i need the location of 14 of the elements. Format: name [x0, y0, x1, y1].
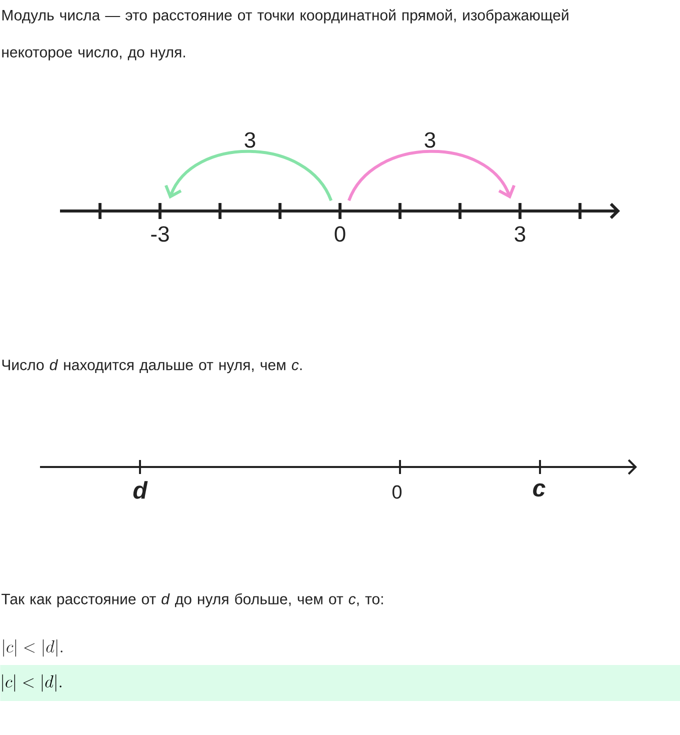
point-label: d [133, 481, 148, 499]
paragraph: Модуль числа — это расстояние от точки координатной прямой, изображающей некоторое число, до нуля. [2, 9, 568, 60]
highlighted-result: $|c| < |d|.$ [0, 665, 680, 701]
paragraph: Число d находится дальше от нуля, чем c. [2, 359, 302, 374]
arrow [348, 150, 516, 202]
tick-label: 0 [334, 226, 346, 242]
tick-label: -3 [151, 226, 169, 242]
point-label: c [533, 483, 546, 497]
tick-label: 3 [514, 226, 526, 242]
paragraph: Так как расстояние от d до нуля больше, чем от c, то: [2, 593, 383, 608]
edge-label: 3 [424, 132, 436, 148]
point-label: 0 [392, 485, 402, 499]
arrow [164, 150, 332, 202]
edge-label: 3 [244, 132, 256, 148]
